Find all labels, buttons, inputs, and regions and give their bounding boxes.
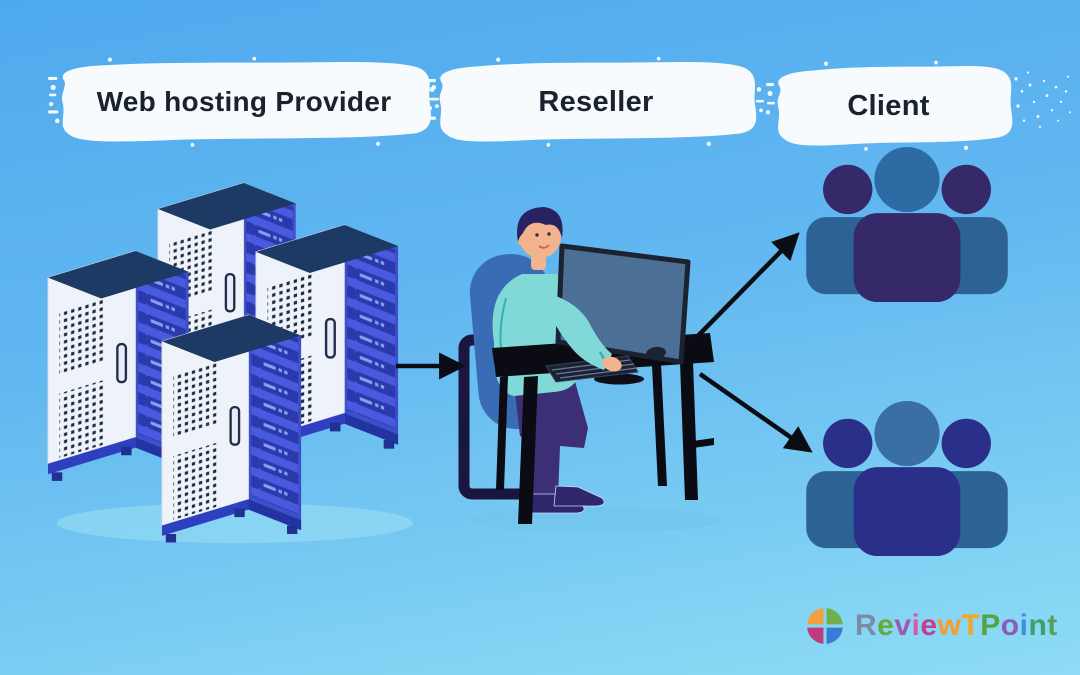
reseller-label: Reseller bbox=[538, 85, 654, 118]
provider-label: Web hosting Provider bbox=[96, 86, 392, 117]
quadrant-circle-icon bbox=[807, 608, 843, 644]
logo-letter: i bbox=[1019, 609, 1029, 642]
brand-logo: ReviewTPoint bbox=[804, 604, 1058, 648]
mouse bbox=[646, 346, 666, 360]
client-group-top bbox=[806, 146, 1008, 303]
floor-shadow bbox=[470, 507, 720, 533]
logo-letter: o bbox=[1000, 609, 1020, 642]
client-label: Client bbox=[847, 89, 930, 122]
reseller-illustration bbox=[458, 207, 720, 533]
logo-letter: T bbox=[961, 609, 981, 642]
client-person-center bbox=[853, 146, 961, 303]
client-person-center bbox=[853, 400, 961, 557]
brush-stroke bbox=[428, 56, 764, 147]
logo-letter: e bbox=[920, 609, 938, 642]
client-group-bottom bbox=[806, 400, 1008, 557]
logo-letter: w bbox=[937, 609, 962, 642]
logo-letter: e bbox=[877, 609, 895, 642]
logo-letter: R bbox=[855, 609, 878, 642]
server-rack-cluster-illustration bbox=[46, 181, 413, 544]
logo-letter: P bbox=[980, 609, 1001, 642]
label-reseller: Reseller bbox=[428, 56, 764, 148]
logo-letter: n bbox=[1028, 609, 1048, 642]
logo-letter: i bbox=[911, 609, 921, 642]
server-rack bbox=[160, 313, 303, 544]
logo-letter: v bbox=[894, 609, 912, 642]
brush-stroke bbox=[766, 60, 1071, 151]
logo-letter: t bbox=[1047, 609, 1058, 642]
floor-shadow bbox=[57, 503, 413, 543]
label-client: Client bbox=[766, 60, 1076, 152]
person-arm bbox=[548, 296, 622, 372]
label-web-hosting-provider: Web hosting Provider bbox=[48, 56, 440, 148]
brand-logo-text: ReviewTPoint bbox=[855, 604, 1058, 648]
